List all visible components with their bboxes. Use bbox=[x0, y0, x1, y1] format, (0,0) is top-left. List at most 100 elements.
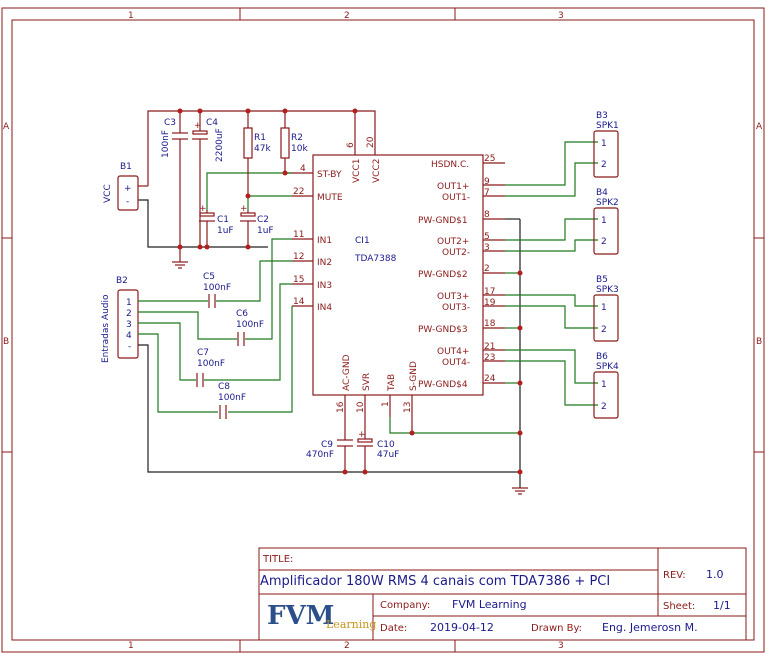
pin-name-in1: IN1 bbox=[317, 236, 332, 246]
resistor-r2: R2 10k bbox=[280, 127, 308, 159]
spk3-ref: B5 bbox=[596, 275, 608, 285]
title-label: TITLE: bbox=[262, 554, 293, 565]
spk1-pin-2: 2 bbox=[601, 160, 607, 170]
b2-label: Entradas Audio bbox=[101, 294, 111, 363]
pin-name-stby: ST-BY bbox=[317, 170, 342, 180]
c4-plus: + bbox=[194, 121, 202, 131]
r2-ref: R2 bbox=[291, 133, 303, 143]
c7-value: 100nF bbox=[197, 359, 225, 369]
pin-name-tab: TAB bbox=[387, 374, 397, 392]
ic-right-pins: HSDN.C. 25 OUT1+ 9 OUT1- 7 PW-GND$1 8 OU… bbox=[418, 154, 505, 390]
spk4-pin-2: 2 bbox=[601, 402, 607, 412]
pin-name-out4p: OUT4+ bbox=[437, 347, 469, 357]
spk4-name: SPK4 bbox=[596, 362, 619, 372]
row-label-a-left: A bbox=[3, 122, 10, 132]
spk4-pin-1: 1 bbox=[601, 380, 607, 390]
pin-name-out4m: OUT4- bbox=[442, 358, 470, 368]
speaker-b4: B4 SPK2 1 2 bbox=[593, 188, 619, 255]
logo-main: FVM bbox=[267, 601, 334, 631]
pin-num-4: 4 bbox=[300, 164, 306, 174]
logo-sub: Learning bbox=[326, 618, 376, 631]
speaker-b3: B3 SPK1 1 2 bbox=[593, 111, 619, 178]
ic-left-pins: 4 ST-BY 22 MUTE 11 IN1 12 IN2 15 IN3 14 … bbox=[292, 164, 343, 313]
pin-num-7: 7 bbox=[484, 188, 490, 198]
pin-name-vcc2: VCC2 bbox=[372, 159, 382, 183]
spk2-ref: B4 bbox=[596, 188, 608, 198]
pin-num-15: 15 bbox=[293, 275, 304, 285]
title-block: TITLE: Amplificador 180W RMS 4 canais co… bbox=[258, 547, 747, 641]
c2-ref: C2 bbox=[257, 215, 269, 225]
c5-ref: C5 bbox=[203, 272, 215, 282]
cap-c4: + C4 2200uF bbox=[192, 118, 225, 162]
speaker-b6: B6 SPK4 1 2 bbox=[593, 352, 619, 419]
spk2-pin-2: 2 bbox=[601, 237, 607, 247]
c2-value: 1uF bbox=[257, 226, 274, 236]
ic-cl1: CI1 TDA7388 4 ST-BY 22 MUTE 11 IN1 12 IN… bbox=[292, 134, 505, 417]
output-wiring bbox=[505, 141, 598, 406]
col-label-1-bottom: 1 bbox=[128, 641, 134, 651]
power-wiring bbox=[138, 108, 376, 269]
pin-name-out3m: OUT3- bbox=[442, 303, 470, 313]
ic-part: TDA7388 bbox=[354, 254, 397, 264]
pin-name-out1p: OUT1+ bbox=[437, 182, 469, 192]
c4-value: 2200uF bbox=[215, 128, 225, 162]
c1-plus: + bbox=[199, 204, 207, 214]
b2-pin-gnd: - bbox=[128, 342, 131, 352]
c9-ref: C9 bbox=[321, 440, 333, 450]
pin-name-acgnd: AC-GND bbox=[342, 354, 352, 391]
b1-minus: - bbox=[126, 197, 129, 207]
ic-top-pins: 6 20 VCC1 VCC2 bbox=[346, 134, 382, 183]
col-label-1-top: 1 bbox=[128, 11, 134, 21]
b2-pin-3: 3 bbox=[126, 320, 132, 330]
sheet-frame: 1 2 3 1 2 3 A A B B bbox=[1, 7, 765, 653]
c6-ref: C6 bbox=[236, 309, 248, 319]
ic-bottom-pins: AC-GND SVR TAB S-GND 16 10 1 13 bbox=[336, 354, 419, 417]
spk3-pin-2: 2 bbox=[601, 325, 607, 335]
pin-num-19: 19 bbox=[484, 298, 496, 308]
c7-ref: C7 bbox=[197, 348, 209, 358]
col-label-2-bottom: 2 bbox=[344, 641, 350, 651]
speaker-b5: B5 SPK3 1 2 bbox=[593, 275, 619, 342]
b2-pin-2: 2 bbox=[126, 309, 132, 319]
pin-num-11: 11 bbox=[293, 230, 304, 240]
pin-name-in3: IN3 bbox=[317, 281, 332, 291]
spk1-ref: B3 bbox=[596, 111, 608, 121]
company-value: FVM Learning bbox=[452, 598, 527, 611]
pin-name-out2p: OUT2+ bbox=[437, 237, 469, 247]
pin-num-12: 12 bbox=[293, 252, 304, 262]
drawing-title: Amplificador 180W RMS 4 canais com TDA73… bbox=[260, 574, 610, 589]
pin-num-16: 16 bbox=[336, 401, 346, 413]
r1-value: 47k bbox=[254, 144, 271, 154]
row-label-b-left: B bbox=[3, 337, 9, 347]
pin-num-23: 23 bbox=[484, 353, 495, 363]
pin-num-3: 3 bbox=[484, 243, 490, 253]
pin-num-10: 10 bbox=[356, 401, 366, 413]
b2-pin-1: 1 bbox=[126, 298, 132, 308]
spk2-pin-1: 1 bbox=[601, 216, 607, 226]
c10-value: 47uF bbox=[377, 450, 399, 460]
resistor-r1: R1 47k bbox=[243, 127, 271, 159]
pin-num-14: 14 bbox=[293, 297, 305, 307]
pin-num-21: 21 bbox=[484, 342, 495, 352]
pin-num-5: 5 bbox=[484, 232, 490, 242]
pin-name-out1m: OUT1- bbox=[442, 193, 470, 203]
pin-name-sgnd: S-GND bbox=[409, 361, 419, 391]
pin-num-17: 17 bbox=[484, 287, 495, 297]
drawn-value: Eng. Jemerosn M. bbox=[602, 621, 698, 634]
pin-num-6: 6 bbox=[346, 142, 356, 148]
bottom-wiring: + C9 470nF C10 47uF bbox=[306, 218, 528, 495]
rev-value: 1.0 bbox=[706, 568, 724, 581]
pin-num-1: 1 bbox=[381, 401, 391, 407]
c10-plus: + bbox=[358, 430, 366, 440]
c1-ref: C1 bbox=[217, 215, 229, 225]
date-label: Date: bbox=[380, 623, 407, 634]
b1-plus: + bbox=[124, 184, 132, 194]
c9-value: 470nF bbox=[306, 450, 334, 460]
col-label-2-top: 2 bbox=[344, 11, 350, 21]
b1-ref: B1 bbox=[120, 162, 132, 172]
spk3-pin-1: 1 bbox=[601, 303, 607, 313]
pin-name-out2m: OUT2- bbox=[442, 248, 470, 258]
pin-name-pwgnd4: PW-GND$4 bbox=[418, 380, 468, 390]
connector-b1: B1 + - VCC bbox=[103, 162, 148, 211]
